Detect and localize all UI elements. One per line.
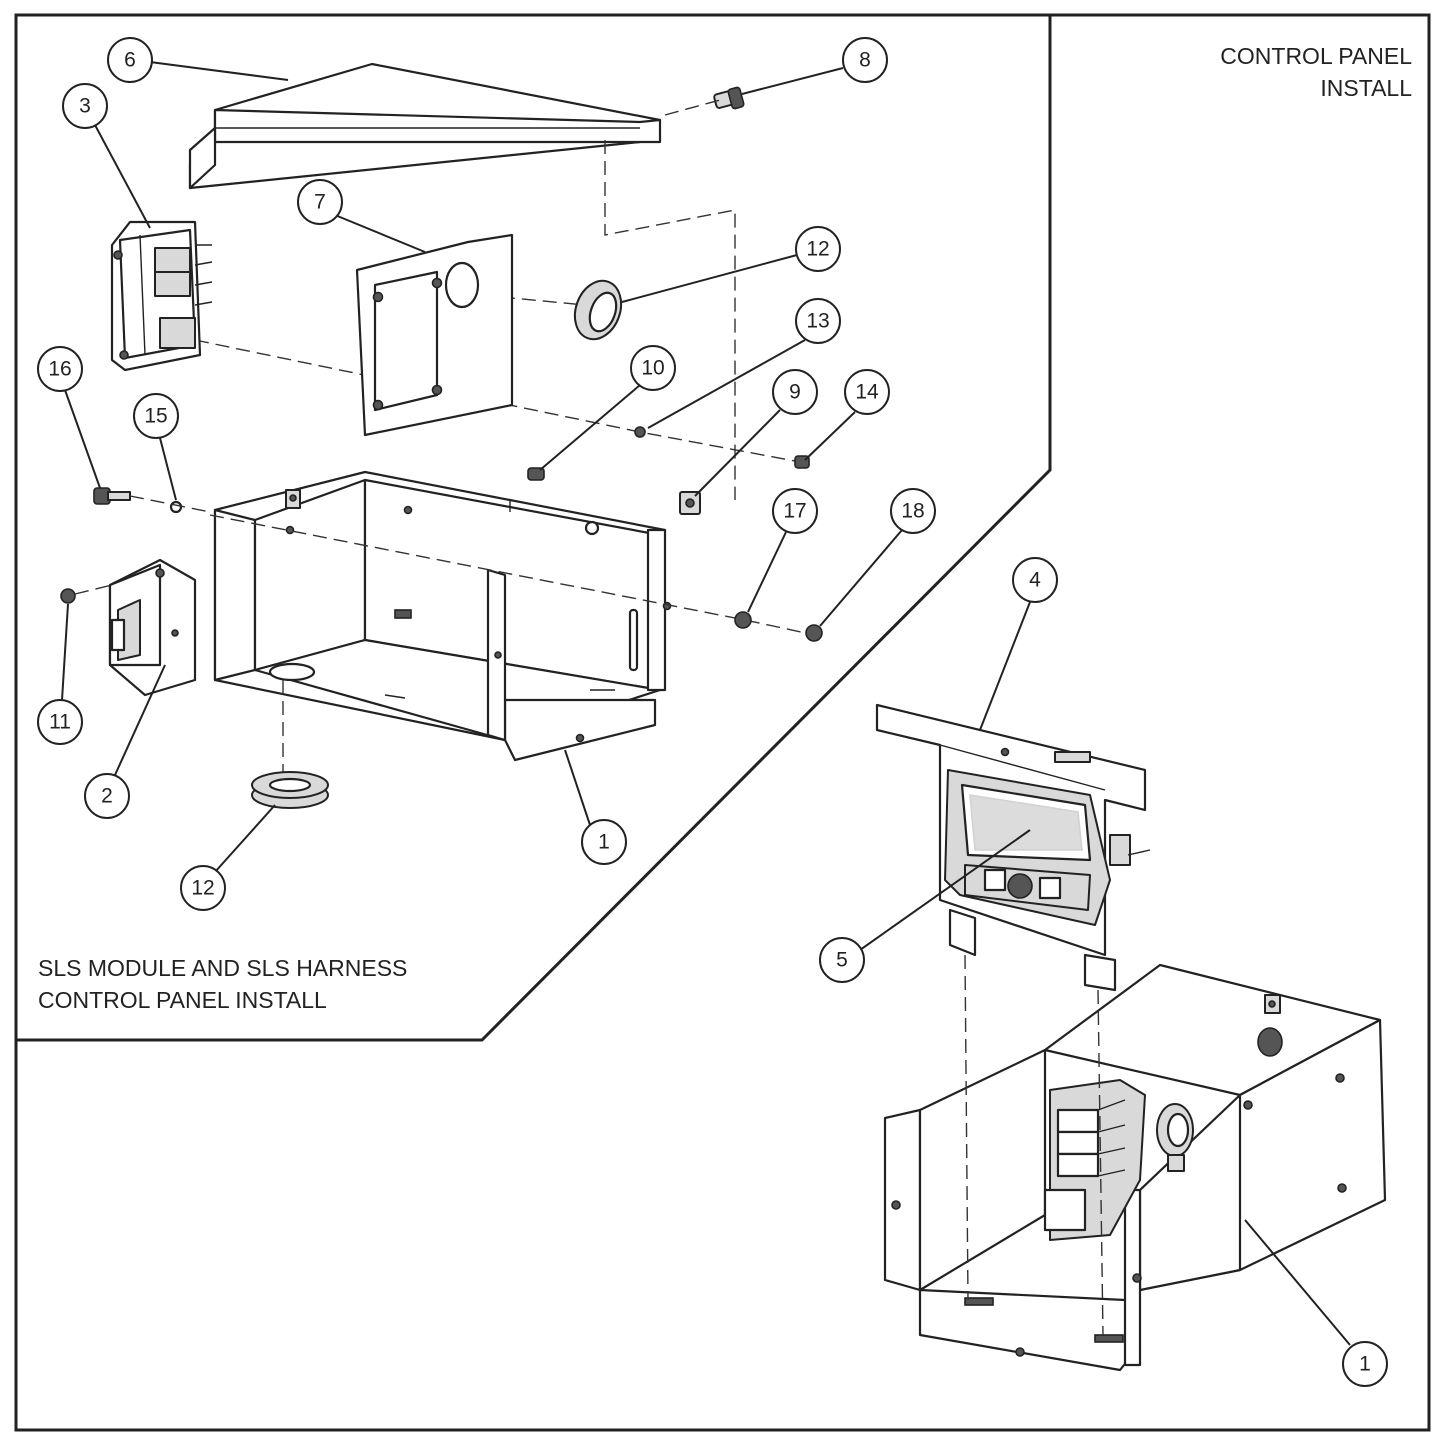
callout-16: 16 (37, 346, 101, 489)
nut-part-18 (805, 624, 823, 642)
screw-part-10 (527, 467, 545, 481)
align-line (1097, 989, 1104, 1336)
svg-text:1: 1 (1359, 1353, 1371, 1376)
callout-9: 9 (694, 369, 818, 497)
svg-text:7: 7 (314, 191, 326, 214)
enclosure-part-inset (213, 470, 672, 762)
svg-text:2: 2 (101, 785, 113, 808)
main-title-line2: INSTALL (1320, 75, 1412, 101)
callout-10: 10 (539, 345, 676, 471)
clip-left (948, 908, 977, 957)
inset-title-line1: SLS MODULE AND SLS HARNESS (38, 955, 407, 981)
svg-text:16: 16 (48, 358, 71, 381)
callout-15: 15 (133, 393, 179, 501)
svg-text:10: 10 (641, 357, 664, 380)
align-line (209, 514, 816, 636)
align-line (74, 584, 113, 595)
nut-part-11 (60, 588, 76, 604)
svg-text:8: 8 (859, 49, 871, 72)
svg-text:14: 14 (855, 381, 879, 404)
callout-13: 13 (647, 298, 841, 429)
callout-1-main: 1 (1244, 1219, 1388, 1387)
grommet-part-upper (573, 279, 623, 341)
svg-text:13: 13 (806, 310, 829, 333)
clip-nut-part-9 (679, 491, 701, 515)
callout-18: 18 (819, 488, 936, 627)
callout-14: 14 (804, 369, 890, 461)
svg-text:12: 12 (806, 238, 829, 261)
clip-right (1083, 953, 1117, 992)
callout-6: 6 (107, 37, 289, 83)
inset-title-line2: CONTROL PANEL INSTALL (38, 987, 327, 1013)
washer-part-15 (169, 500, 183, 514)
display-part (944, 769, 1151, 926)
callout-12-upper: 12 (621, 226, 841, 303)
svg-text:12: 12 (191, 877, 214, 900)
mounting-plate-part (355, 233, 514, 437)
svg-text:6: 6 (124, 49, 136, 72)
callout-11: 11 (37, 603, 83, 745)
callout-4: 4 (979, 557, 1058, 731)
callout-2: 2 (84, 664, 166, 819)
screw-part-8 (713, 86, 745, 110)
svg-text:4: 4 (1029, 569, 1041, 592)
callout-12-lower: 12 (180, 804, 276, 911)
callout-17: 17 (747, 488, 818, 613)
svg-text:1: 1 (598, 831, 610, 854)
relay-module-part (110, 220, 213, 372)
svg-text:15: 15 (144, 405, 167, 428)
svg-text:9: 9 (789, 381, 801, 404)
enclosure-part-main (883, 963, 1387, 1372)
svg-text:17: 17 (783, 500, 806, 523)
inset-frame (16, 13, 1052, 1042)
top-cover-part (188, 62, 662, 190)
callout-3: 3 (62, 83, 151, 229)
sls-module-part (108, 558, 197, 697)
align-line (604, 140, 736, 500)
washer-part-13 (634, 426, 646, 438)
callout-8: 8 (741, 37, 888, 95)
grommet-part-lower (251, 771, 329, 809)
bolt-part-16 (93, 487, 131, 505)
align-line (129, 495, 211, 513)
align-line (964, 954, 969, 1301)
callout-7: 7 (297, 179, 426, 253)
svg-text:18: 18 (901, 500, 924, 523)
svg-text:3: 3 (79, 95, 91, 118)
main-title-line1: CONTROL PANEL (1220, 43, 1412, 69)
align-line (479, 294, 586, 306)
nut-part-17 (734, 611, 752, 629)
callout-5: 5 (819, 829, 1031, 983)
svg-text:5: 5 (836, 949, 848, 972)
callout-1-inset: 1 (564, 749, 627, 865)
relay-module-installed (1043, 1079, 1146, 1241)
svg-text:11: 11 (49, 711, 71, 734)
align-line (664, 99, 721, 116)
